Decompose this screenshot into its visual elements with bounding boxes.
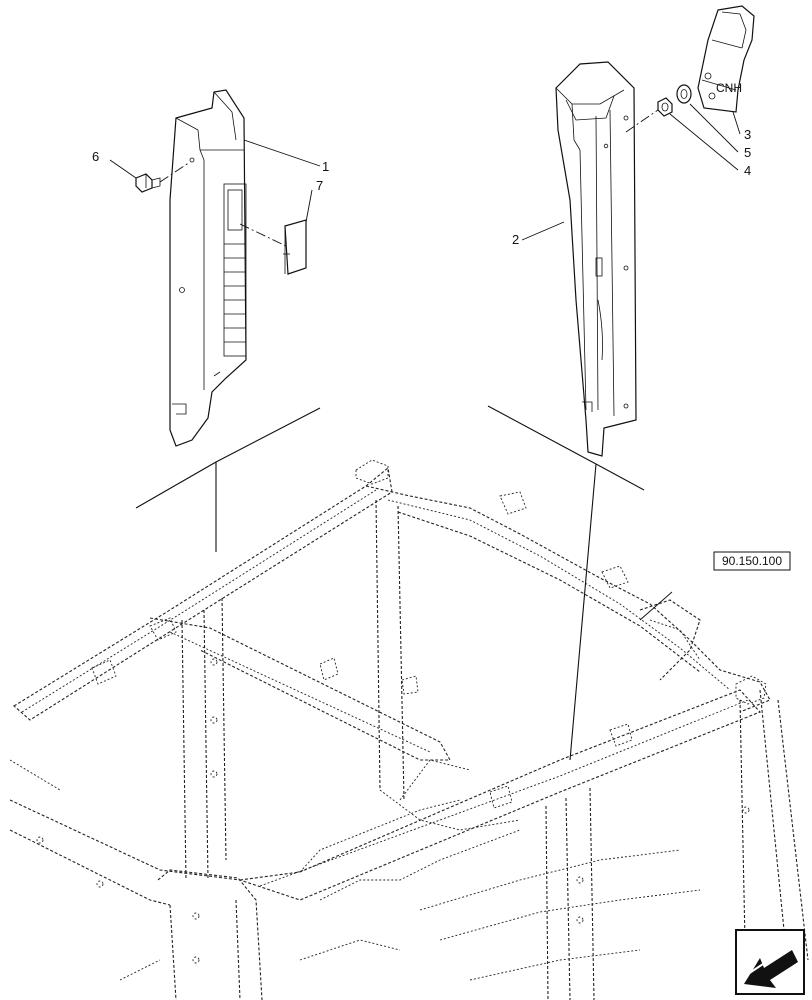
callout-5: 5 [744,145,751,160]
view-guide-left [135,407,321,552]
nut-part-4 [657,97,673,117]
callout-6: 6 [92,149,99,164]
reference-box-90-150-100[interactable]: 90.150.100 [713,551,791,571]
pillar-trim-right-part-2 [555,61,637,457]
reference-box-label: 90.150.100 [722,554,782,568]
screw-part-6 [135,173,161,193]
svg-text:CNH: CNH [716,81,742,95]
assembly-line-4 [625,109,659,133]
callout-4: 4 [744,163,751,178]
leader-lines [109,103,741,621]
pillar-trim-left-part-1 [169,89,247,447]
view-guide-right [487,405,645,761]
assembly-line-6 [159,161,191,183]
callout-7: 7 [316,178,323,193]
assembly-line-7 [239,223,287,247]
cab-frame [9,459,809,1000]
callout-1: 1 [322,159,329,174]
back-arrow-icon[interactable] [735,929,805,995]
clip-part-7 [283,219,307,275]
callout-2: 2 [512,232,519,247]
washer-part-5 [676,84,692,104]
callout-3: 3 [744,127,751,142]
grab-handle-part-3: CNH [697,5,755,113]
